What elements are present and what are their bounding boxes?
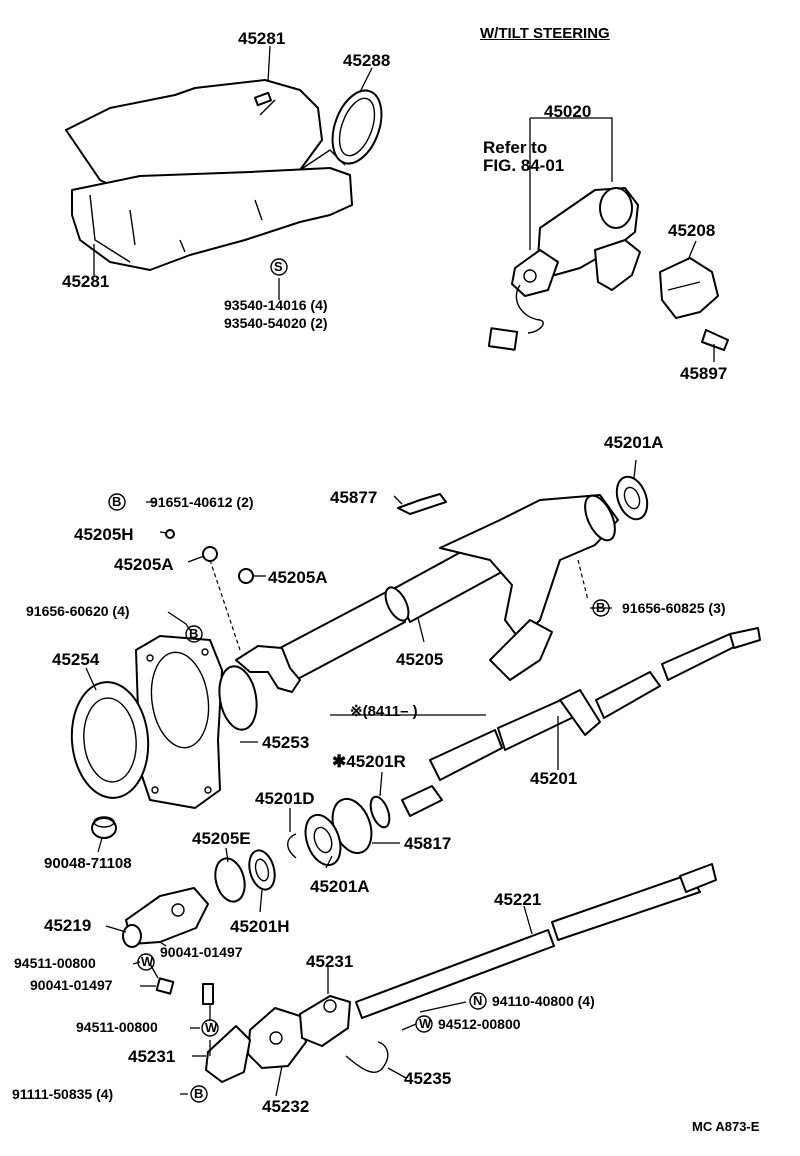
label-45201H: 45201H xyxy=(230,917,290,936)
label-94511-00800-a: 94511-00800 xyxy=(14,955,96,971)
column-tube-45205 xyxy=(165,493,619,693)
yoke-45231-left xyxy=(205,1025,251,1083)
label-45253: 45253 xyxy=(262,733,310,752)
symbol-w-2: W xyxy=(205,1020,218,1035)
note-8411: ※(8411– ) xyxy=(350,703,418,720)
label-91656-60825: 91656-60825 (3) xyxy=(622,600,726,616)
seal-45254 xyxy=(70,681,150,799)
yoke-45231-right xyxy=(299,995,351,1047)
intermediate-shaft-45221 xyxy=(355,863,717,1019)
label-45201: 45201 xyxy=(530,769,578,788)
label-45281-top: 45281 xyxy=(238,29,286,48)
symbol-w-3: W xyxy=(419,1016,432,1031)
plug-90048 xyxy=(91,816,117,839)
tilt-bracket-45020 xyxy=(487,187,641,351)
label-45231-left: 45231 xyxy=(128,1047,176,1066)
label-45205A-left: 45205A xyxy=(114,555,174,574)
washer-45201H xyxy=(248,849,276,891)
label-94512-00800: 94512-00800 xyxy=(438,1016,521,1032)
symbol-w-1: W xyxy=(141,954,154,969)
label-45221: 45221 xyxy=(494,890,542,909)
coupling-45232 xyxy=(247,1007,307,1069)
bearing-45201A-top xyxy=(615,475,649,521)
label-94110-40800: 94110-40800 (4) xyxy=(492,993,595,1009)
label-90041-01497-b: 90041-01497 xyxy=(30,977,113,993)
symbol-b-2: B xyxy=(189,626,199,641)
label-45205A-right: 45205A xyxy=(268,568,328,587)
clip-45235 xyxy=(345,1041,389,1073)
label-91111-50835: 91111-50835 (4) xyxy=(12,1086,114,1102)
label-45208: 45208 xyxy=(668,221,716,240)
label-45897: 45897 xyxy=(680,364,728,383)
label-94511-00800-b: 94511-00800 xyxy=(76,1019,158,1035)
symbol-circles xyxy=(108,258,610,1103)
label-45205H: 45205H xyxy=(74,525,134,544)
label-45281-bottom: 45281 xyxy=(62,272,110,291)
label-45201R: ✱45201R xyxy=(332,752,406,771)
label-45817: 45817 xyxy=(404,834,452,853)
hole-cover-45253 xyxy=(135,635,258,809)
label-45201D: 45201D xyxy=(255,789,315,808)
refer-line-1: Refer to xyxy=(483,138,548,157)
symbol-n: N xyxy=(473,993,483,1008)
ring-45288 xyxy=(331,89,383,165)
symbol-b-3: B xyxy=(596,600,606,615)
ring-45205E xyxy=(214,857,246,903)
label-45201A-mid: 45201A xyxy=(310,877,370,896)
bolt-90041 xyxy=(202,983,214,1005)
figure-code: MC A873-E xyxy=(692,1119,760,1134)
label-93540-14016: 93540-14016 (4) xyxy=(224,297,328,313)
clamp-45208 xyxy=(659,257,729,351)
label-45235: 45235 xyxy=(404,1069,452,1088)
label-45877: 45877 xyxy=(330,488,378,507)
label-90048-71108: 90048-71108 xyxy=(44,855,132,872)
main-shaft-45201 xyxy=(401,627,761,817)
snap-ring-45201D xyxy=(287,833,297,859)
label-45205: 45205 xyxy=(396,650,444,669)
tilt-steering-title: W/TILT STEERING xyxy=(480,25,610,42)
refer-line-2: FIG. 84-01 xyxy=(483,156,565,175)
bearing-45817 xyxy=(304,797,373,867)
symbol-s: S xyxy=(274,259,283,274)
symbol-b-1: B xyxy=(112,494,122,509)
label-90041-01497-a: 90041-01497 xyxy=(160,944,243,960)
label-93540-54020: 93540-54020 (2) xyxy=(224,315,328,331)
label-45288: 45288 xyxy=(343,51,391,70)
label-45231-right: 45231 xyxy=(306,952,354,971)
label-45254: 45254 xyxy=(52,650,100,669)
label-45201A-top: 45201A xyxy=(604,433,664,452)
column-cover-45281 xyxy=(65,79,353,271)
label-45020: 45020 xyxy=(544,102,592,121)
bearing-45201R xyxy=(369,795,391,829)
label-91656-60620: 91656-60620 (4) xyxy=(26,603,130,619)
label-45232: 45232 xyxy=(262,1097,310,1116)
symbol-b-4: B xyxy=(194,1086,204,1101)
label-45219: 45219 xyxy=(44,916,92,935)
universal-joint-45219 xyxy=(122,887,209,995)
label-91651-40612: 91651-40612 (2) xyxy=(150,494,254,510)
label-45205E: 45205E xyxy=(192,829,251,848)
